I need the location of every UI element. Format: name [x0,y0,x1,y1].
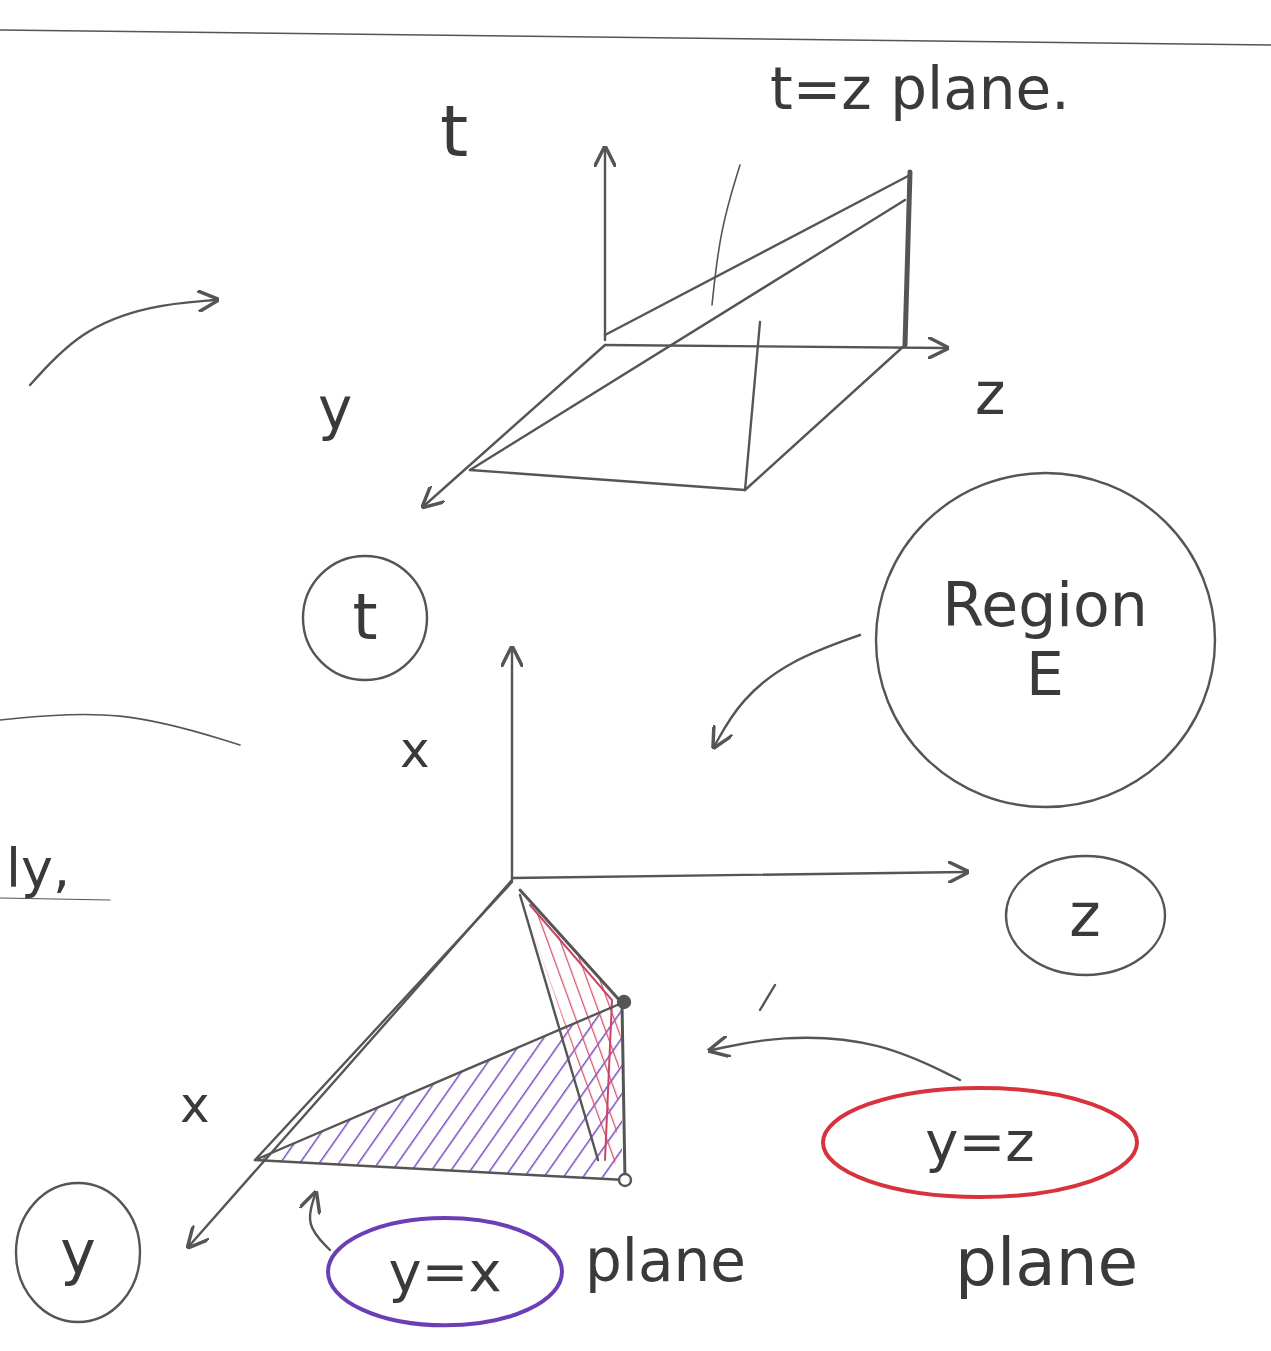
flow-arrow [0,714,240,745]
circled-label: y=z [820,1085,1140,1200]
plane-note: t=z plane. [770,60,1070,118]
pointer-arrow [310,1195,330,1250]
circle-outline [16,1183,140,1322]
leader-line [712,165,740,305]
plane-edge [470,200,905,470]
region-edge [255,1160,625,1180]
axis-label: z [975,365,1005,423]
pointer-arrow [712,1038,960,1080]
y-axis [190,880,512,1245]
z-axis [605,345,945,348]
y-axis [425,345,605,505]
circled-label: y=x [325,1215,565,1328]
z-axis [512,872,965,878]
circle-outline [876,473,1215,807]
plane-edge [905,172,910,345]
node-text: z [1025,881,1145,950]
axis-label: x [400,725,430,775]
region-edge [622,1003,625,1180]
node-text: Region E [925,571,1165,709]
circled-label: y [13,1180,143,1325]
circled-label: z [1003,853,1168,978]
pointer-arrow [715,635,860,745]
tick-mark [760,985,775,1010]
cut-note: ly, [6,842,70,896]
region-edge [520,895,598,1160]
node-text: y=x [335,1240,555,1304]
circled-label: Region E [873,470,1218,810]
region-edge [255,1003,622,1160]
point-label: x [180,1080,210,1130]
plane-note: plane [955,1230,1138,1296]
rule-line [0,30,1271,45]
circle-outline [328,1218,562,1325]
circle-outline [1006,856,1165,975]
flow-arrow [30,300,215,385]
t-axis [604,150,606,340]
vertex-dot [619,1174,631,1186]
node-text: y=z [850,1110,1110,1174]
x-axis [511,650,513,880]
plane-edge [745,345,905,490]
node-text: t [305,581,425,655]
plane-edge [745,322,760,490]
circled-label: t [300,553,430,683]
axis-label: t [440,95,468,167]
node-text: y [18,1218,138,1287]
plane-edge [470,470,745,490]
y-z-face [520,895,622,1170]
plane-edge [605,175,910,335]
plane-note: plane [585,1232,746,1290]
rule-line [0,898,110,900]
vertex-dot [618,996,630,1008]
axis-label: y [318,380,352,438]
circle-outline [823,1088,1137,1197]
circle-outline [303,556,427,680]
region-edge [255,882,512,1160]
y-z-edge [530,905,612,1160]
